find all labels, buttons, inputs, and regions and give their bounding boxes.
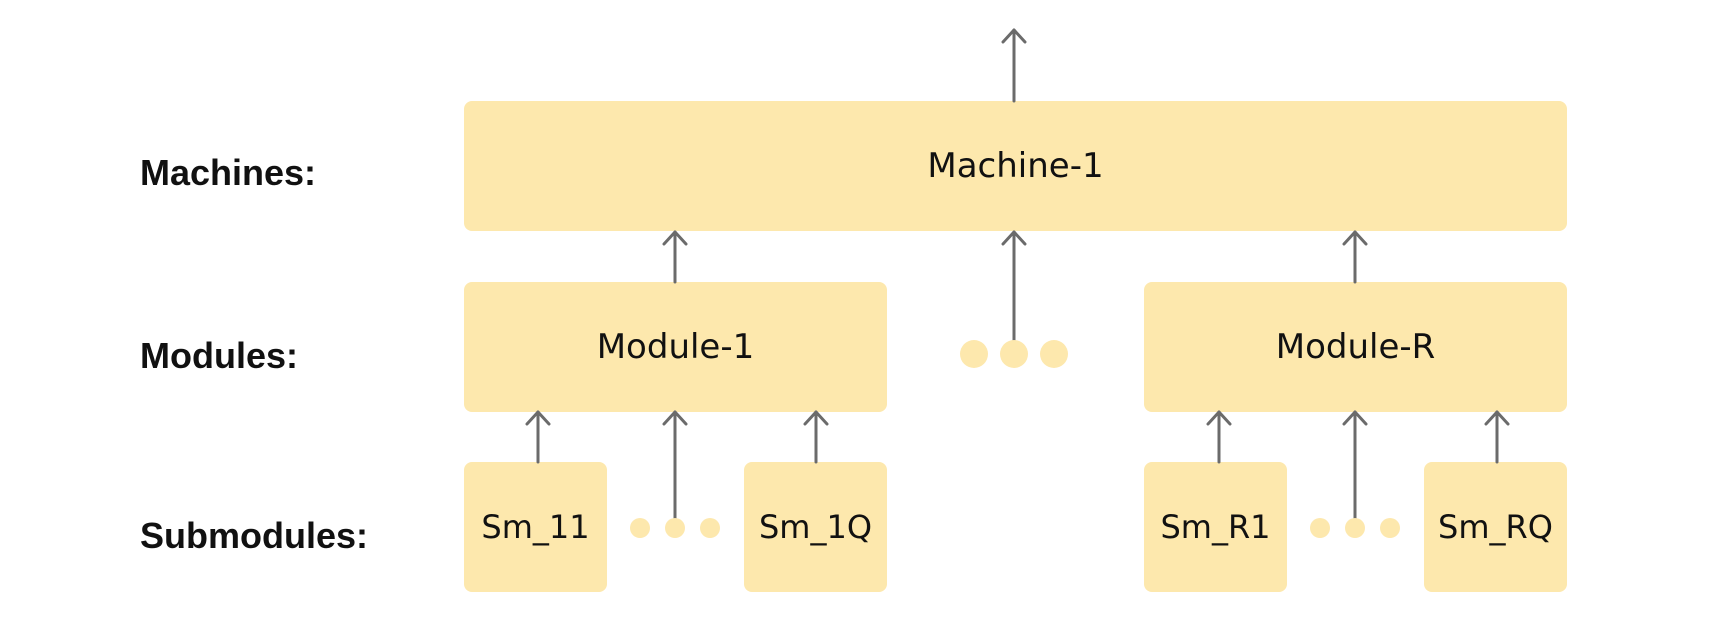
row-label-machines: Machines: bbox=[140, 152, 317, 193]
submodule-label-sm11: Sm_11 bbox=[481, 508, 590, 546]
machine-box: Machine-1 bbox=[464, 101, 1567, 231]
module-box-1: Module-1 bbox=[464, 282, 887, 412]
submodule-box-smr1: Sm_R1 bbox=[1144, 462, 1287, 592]
row-label-modules: Modules: bbox=[140, 335, 298, 376]
module-label-r: Module-R bbox=[1275, 327, 1436, 367]
submodule-label-smrq: Sm_RQ bbox=[1438, 508, 1553, 546]
ellipsis-modules bbox=[960, 340, 1068, 368]
output-arrow bbox=[1001, 28, 1027, 103]
submodule-label-sm1q: Sm_1Q bbox=[758, 508, 873, 546]
submodule-box-sm11: Sm_11 bbox=[464, 462, 607, 592]
arrow-smr1-to-moduler bbox=[1206, 410, 1232, 464]
arrow-moduler-to-machine bbox=[1342, 230, 1368, 284]
arrow-sm1q-to-module1 bbox=[803, 410, 829, 464]
arrow-modules-ellipsis-to-machine bbox=[1001, 230, 1027, 342]
module-label-1: Module-1 bbox=[596, 327, 755, 367]
ellipsis-submodules-1 bbox=[630, 518, 720, 538]
submodule-box-smrq: Sm_RQ bbox=[1424, 462, 1567, 592]
ellipsis-submodules-r bbox=[1310, 518, 1400, 538]
arrow-sm1-ellipsis-to-module1 bbox=[662, 410, 688, 522]
machine-label: Machine-1 bbox=[927, 146, 1104, 186]
arrow-smrq-to-moduler bbox=[1484, 410, 1510, 464]
row-label-submodules: Submodules: bbox=[140, 515, 369, 556]
arrow-sm11-to-module1 bbox=[525, 410, 551, 464]
arrow-module1-to-machine bbox=[662, 230, 688, 284]
arrow-smr-ellipsis-to-moduler bbox=[1342, 410, 1368, 522]
module-box-r: Module-R bbox=[1144, 282, 1567, 412]
submodule-box-sm1q: Sm_1Q bbox=[744, 462, 887, 592]
submodule-label-smr1: Sm_R1 bbox=[1160, 508, 1271, 546]
